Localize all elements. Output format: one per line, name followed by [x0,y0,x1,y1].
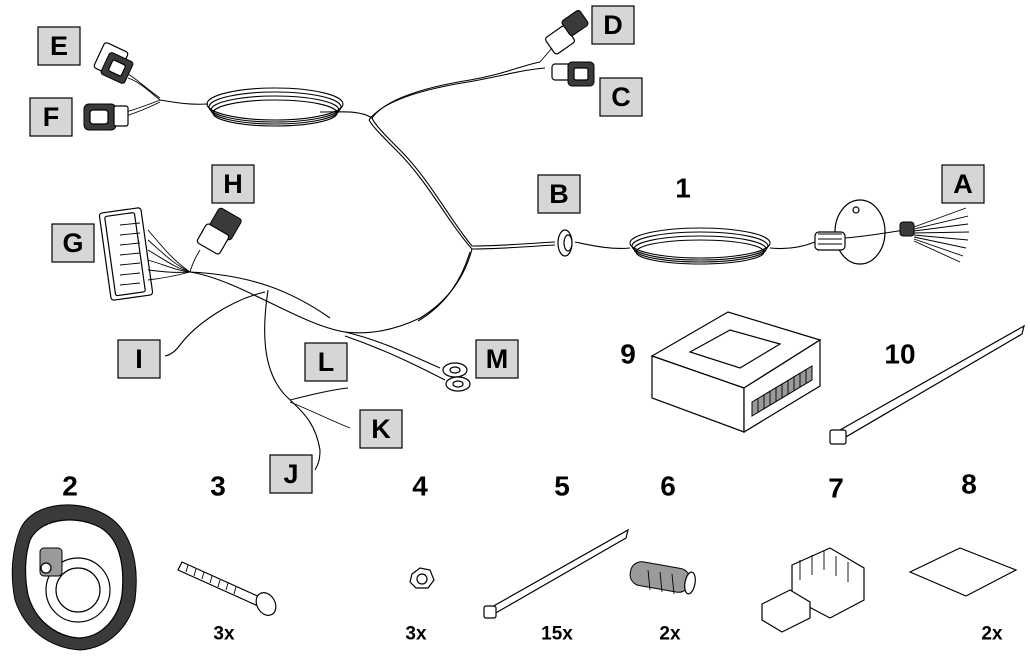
trailer-socket [11,504,137,651]
label-m: M [475,339,519,379]
label-g: G [51,223,95,263]
nut [409,567,435,589]
quantity-cable-tie: 15x [541,624,573,645]
label-j-text: J [283,459,298,489]
label-h-text: H [223,169,243,199]
part-number-7: 7 [828,473,844,504]
label-i-text: I [135,344,143,374]
part-number-5: 5 [554,471,570,502]
part-number-3: 3 [210,471,226,502]
label-e-text: E [50,31,68,61]
connector-h [189,207,242,273]
label-k: K [359,409,403,449]
part-number-4: 4 [412,471,428,502]
label-d-text: D [603,10,623,40]
label-d: D [591,5,635,45]
label-m-text: M [486,344,509,374]
quantity-pad: 2x [981,624,1003,645]
large-cable-tie [829,324,1025,445]
label-k-text: K [371,414,391,444]
connector-g [98,207,191,301]
label-h: H [211,164,255,204]
screw [177,561,277,616]
adhesive-pad [908,547,1018,597]
connector-sleeve [629,561,696,595]
label-a-text: A [953,169,973,199]
part-number-8: 8 [961,469,977,500]
label-e: E [37,26,81,66]
connector-c [551,61,595,87]
quantity-nut: 3x [405,624,427,645]
quantity-connector-sleeve: 2x [659,624,681,645]
label-f: F [29,97,73,137]
part-number-1: 1 [675,173,691,204]
label-a: A [941,164,985,204]
label-j: J [269,454,313,494]
part-number-6: 6 [660,471,676,502]
connector-d [539,9,589,63]
connector-f [83,103,129,131]
part-number-10: 10 [884,339,915,370]
label-l: L [304,342,348,382]
part-number-2: 2 [62,471,78,502]
quantity-screw: 3x [213,624,235,645]
cable-tie [483,528,629,619]
label-l-text: L [318,347,335,377]
label-i: I [117,339,161,379]
label-c: C [599,77,643,117]
label-f-text: F [43,102,60,132]
control-module [650,311,822,434]
part-number-9: 9 [620,339,636,370]
label-c-text: C [611,82,631,112]
label-b-text: B [549,179,569,209]
plug-connector [761,547,865,633]
connector-e [93,42,134,84]
label-g-text: G [62,228,83,258]
wire-harness [125,61,970,471]
label-b: B [537,174,581,214]
